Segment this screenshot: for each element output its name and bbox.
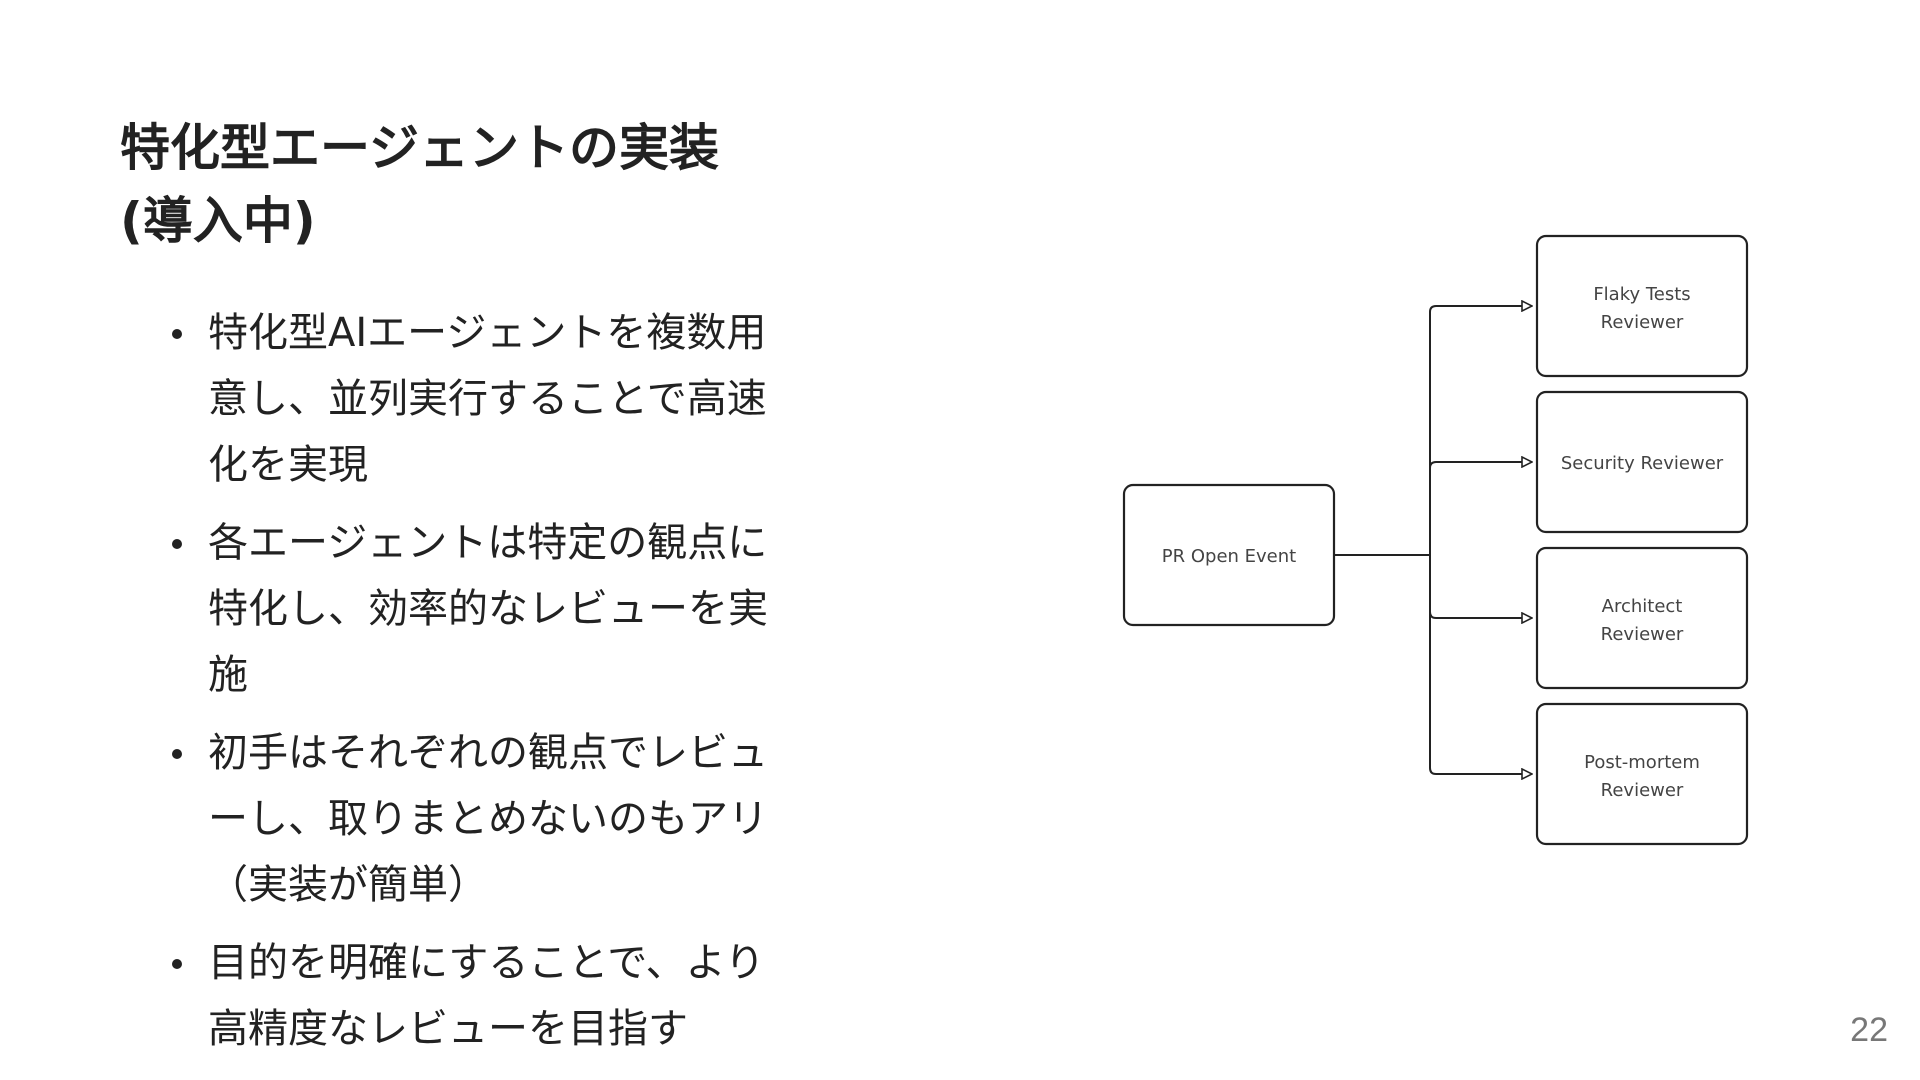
bullet-list: 特化型AIエージェントを複数用 意し、並列実行することで高速 化を実現 各エージ… xyxy=(160,300,830,1074)
node-box xyxy=(1535,234,1749,378)
node-label-line-1: Architect xyxy=(1602,596,1683,617)
slide-title-line-2: (導入中) xyxy=(120,192,316,250)
connector-to-post-mortem xyxy=(1429,555,1532,774)
node-label-line-1: Post-mortem xyxy=(1584,752,1700,773)
node-box xyxy=(1535,390,1749,534)
bullet-item: 特化型AIエージェントを複数用 意し、並列実行することで高速 化を実現 xyxy=(160,300,830,498)
node-label-line-2: Reviewer xyxy=(1601,780,1684,801)
diagram-canvas: PR Open Event Flaky Tests Reviewer Secur… xyxy=(1122,234,1749,846)
node-box xyxy=(1535,702,1749,846)
connector-to-architect xyxy=(1429,555,1532,618)
bullet-line: 高精度なレビューを目指す xyxy=(208,1006,688,1052)
node-post-mortem-reviewer: Post-mortem Reviewer xyxy=(1535,702,1749,846)
node-flaky-tests-reviewer: Flaky Tests Reviewer xyxy=(1535,234,1749,378)
node-label-line-2: Reviewer xyxy=(1601,624,1684,645)
node-label-line-1: Flaky Tests xyxy=(1593,284,1690,305)
reviewer-flow-diagram: PR Open Event Flaky Tests Reviewer Secur… xyxy=(1110,230,1770,870)
bullet-item: 目的を明確にすることで、より 高精度なレビューを目指す xyxy=(160,930,830,1062)
bullet-dot-icon xyxy=(172,749,182,759)
node-label-line-1: Security Reviewer xyxy=(1561,453,1724,474)
bullet-line: 意し、並列実行することで高速 xyxy=(208,376,767,422)
slide-title-line-1: 特化型エージェントの実装 xyxy=(120,119,719,177)
bullet-item: 初手はそれぞれの観点でレビュ ーし、取りまとめないのもアリ （実装が簡単） xyxy=(160,720,830,918)
connector-to-flaky-tests xyxy=(1429,306,1532,555)
bullet-line: （実装が簡単） xyxy=(208,862,488,908)
slide-title: 特化型エージェントの実装 (導入中) xyxy=(120,112,840,258)
bullet-dot-icon xyxy=(172,959,182,969)
bullet-line: 特化し、効率的なレビューを実 xyxy=(208,586,768,632)
bullet-line: 施 xyxy=(208,652,248,698)
bullet-line: 各エージェントは特定の観点に xyxy=(208,520,768,566)
page-number: 22 xyxy=(1850,1011,1888,1049)
bullet-dot-icon xyxy=(172,329,182,339)
node-security-reviewer: Security Reviewer xyxy=(1535,390,1749,534)
bullet-line: 特化型AIエージェントを複数用 xyxy=(208,310,767,356)
node-architect-reviewer: Architect Reviewer xyxy=(1535,546,1749,690)
node-box xyxy=(1535,546,1749,690)
node-label-line-2: Reviewer xyxy=(1601,312,1684,333)
bullet-line: ーし、取りまとめないのもアリ xyxy=(208,796,768,842)
node-pr-open-event: PR Open Event xyxy=(1122,483,1336,627)
connector-to-security xyxy=(1429,462,1532,555)
bullet-line: 初手はそれぞれの観点でレビュ xyxy=(208,730,768,776)
bullet-item: 各エージェントは特定の観点に 特化し、効率的なレビューを実 施 xyxy=(160,510,830,708)
node-label: PR Open Event xyxy=(1162,546,1296,567)
bullet-dot-icon xyxy=(172,539,182,549)
connector-group xyxy=(1334,306,1532,774)
bullet-line: 目的を明確にすることで、より xyxy=(208,940,765,986)
bullet-line: 化を実現 xyxy=(208,442,368,488)
node-box xyxy=(1122,483,1336,627)
